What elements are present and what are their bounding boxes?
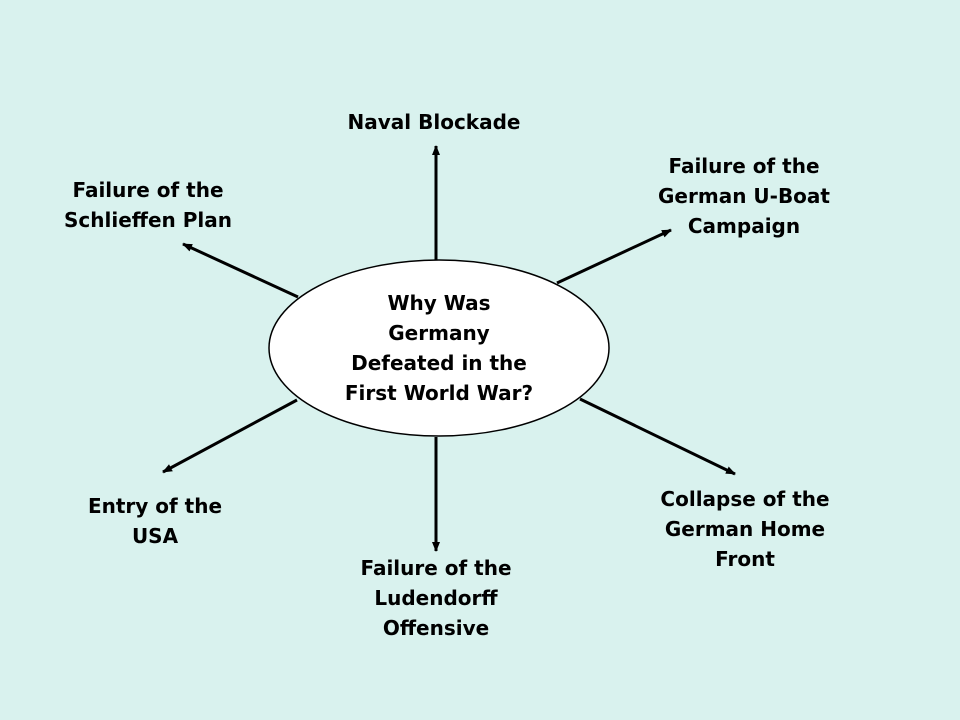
arrow-schlieffen [182,242,299,299]
cause-home-front-collapse: Collapse of the German Home Front [660,487,830,571]
cause-entry-of-usa: Entry of the USA [87,494,223,548]
arrow-u-boat [556,228,672,285]
cause-naval-blockade: Naval Blockade [347,110,521,134]
cause-u-boat-campaign: Failure of the German U-Boat Campaign [658,154,830,238]
cause-ludendorff-offensive: Failure of the Ludendorff Offensive [360,556,512,640]
center-ellipse [268,259,610,437]
central-question: Why Was Germany Defeated in the First Wo… [344,291,534,405]
arrow-home-front [579,397,736,476]
arrow-usa [162,398,298,474]
cause-schlieffen-plan: Failure of the Schlieffen Plan [64,178,232,232]
